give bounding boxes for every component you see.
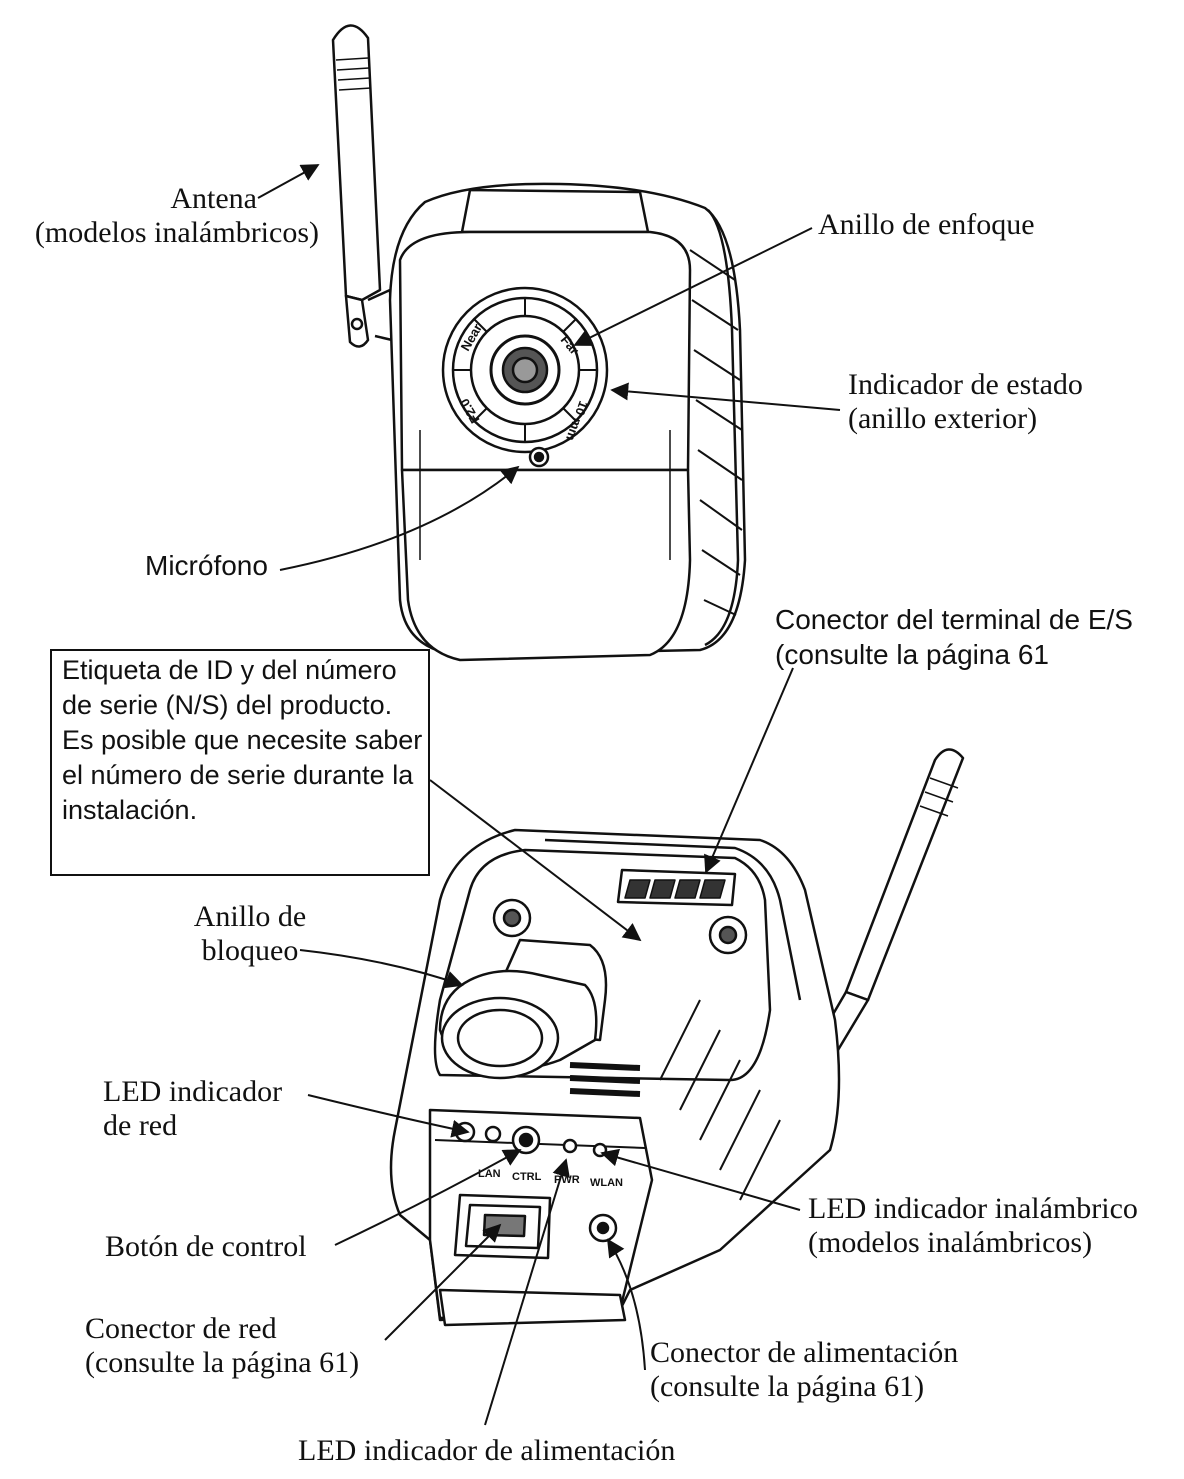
label-conector-terminal-line2: (consulte la página 61 — [775, 639, 1049, 670]
label-conector-red-line1: Conector de red — [85, 1312, 277, 1345]
label-etiqueta-line4: el número de serie durante la — [62, 760, 414, 790]
leader-anillo-enfoque — [573, 227, 813, 346]
leader-conector-terminal — [704, 667, 794, 874]
label-anillo-bloqueo: Anillo de bloqueo — [170, 900, 330, 968]
label-conector-alimentacion: Conector de alimentación (consulte la pá… — [650, 1336, 958, 1404]
label-led-red-line2: de red — [103, 1109, 178, 1142]
label-antena: Antena (modelos inalámbricos) — [5, 182, 319, 250]
label-etiqueta-id-box: Etiqueta de ID y del número de serie (N/… — [50, 649, 430, 876]
label-etiqueta-line5: instalación. — [62, 795, 198, 825]
leader-lines — [257, 164, 841, 1426]
leader-conector-alimentacion — [607, 1238, 646, 1371]
label-conector-red-line2: (consulte la página 61) — [85, 1346, 360, 1379]
label-indicador-estado-line2: (anillo exterior) — [848, 402, 1038, 435]
port-wlan: WLAN — [590, 1177, 623, 1189]
label-led-red: LED indicador de red — [103, 1075, 282, 1143]
label-conector-alimentacion-line1: Conector de alimentación — [650, 1336, 959, 1369]
leader-led-red — [307, 1094, 470, 1138]
label-conector-terminal: Conector del terminal de E/S (consulte l… — [775, 602, 1133, 672]
label-led-inalambrico-line1: LED indicador inalámbrico — [808, 1192, 1138, 1225]
label-led-inalambrico: LED indicador inalámbrico (modelos inalá… — [808, 1192, 1138, 1260]
leader-etiqueta — [429, 779, 642, 942]
back-camera — [389, 748, 965, 1327]
leader-antena — [257, 164, 320, 199]
leader-microfono — [279, 465, 520, 571]
leader-led-alimentacion — [484, 1158, 570, 1426]
port-ctrl: CTRL — [512, 1171, 542, 1183]
front-antenna — [331, 24, 394, 348]
label-led-alimentacion: LED indicador de alimentación — [298, 1434, 676, 1467]
label-boton-control: Botón de control — [105, 1230, 307, 1263]
label-indicador-estado-line1: Indicador de estado — [848, 368, 1083, 401]
label-antena-line1: Antena — [170, 182, 257, 215]
label-indicador-estado: Indicador de estado (anillo exterior) — [848, 368, 1083, 436]
label-antena-line2: (modelos inalámbricos) — [34, 216, 319, 249]
front-camera — [331, 24, 747, 662]
label-anillo-bloqueo-line1: Anillo de — [193, 900, 307, 933]
leader-boton-control — [334, 1149, 522, 1246]
label-led-inalambrico-line2: (modelos inalámbricos) — [808, 1226, 1093, 1259]
label-anillo-enfoque: Anillo de enfoque — [818, 208, 1035, 241]
leader-led-inalambrico — [600, 1148, 801, 1211]
back-antenna — [816, 748, 965, 1053]
label-etiqueta-line1: Etiqueta de ID y del número — [62, 655, 397, 685]
label-etiqueta-line2: de serie (N/S) del producto. — [62, 690, 393, 720]
label-conector-red: Conector de red (consulte la página 61) — [85, 1312, 359, 1380]
label-conector-alimentacion-line2: (consulte la página 61) — [650, 1370, 925, 1403]
leader-indicador-estado — [610, 382, 841, 411]
label-led-red-line1: LED indicador — [103, 1075, 283, 1108]
leader-conector-red — [384, 1223, 502, 1341]
port-lan: LAN — [478, 1168, 501, 1180]
label-conector-terminal-line1: Conector del terminal de E/S — [775, 604, 1133, 635]
label-etiqueta-line3: Es posible que necesite saber — [62, 725, 423, 755]
leader-anillo-bloqueo — [299, 949, 464, 989]
label-microfono: Micrófono — [145, 550, 268, 581]
label-anillo-bloqueo-line2: bloqueo — [201, 934, 299, 967]
